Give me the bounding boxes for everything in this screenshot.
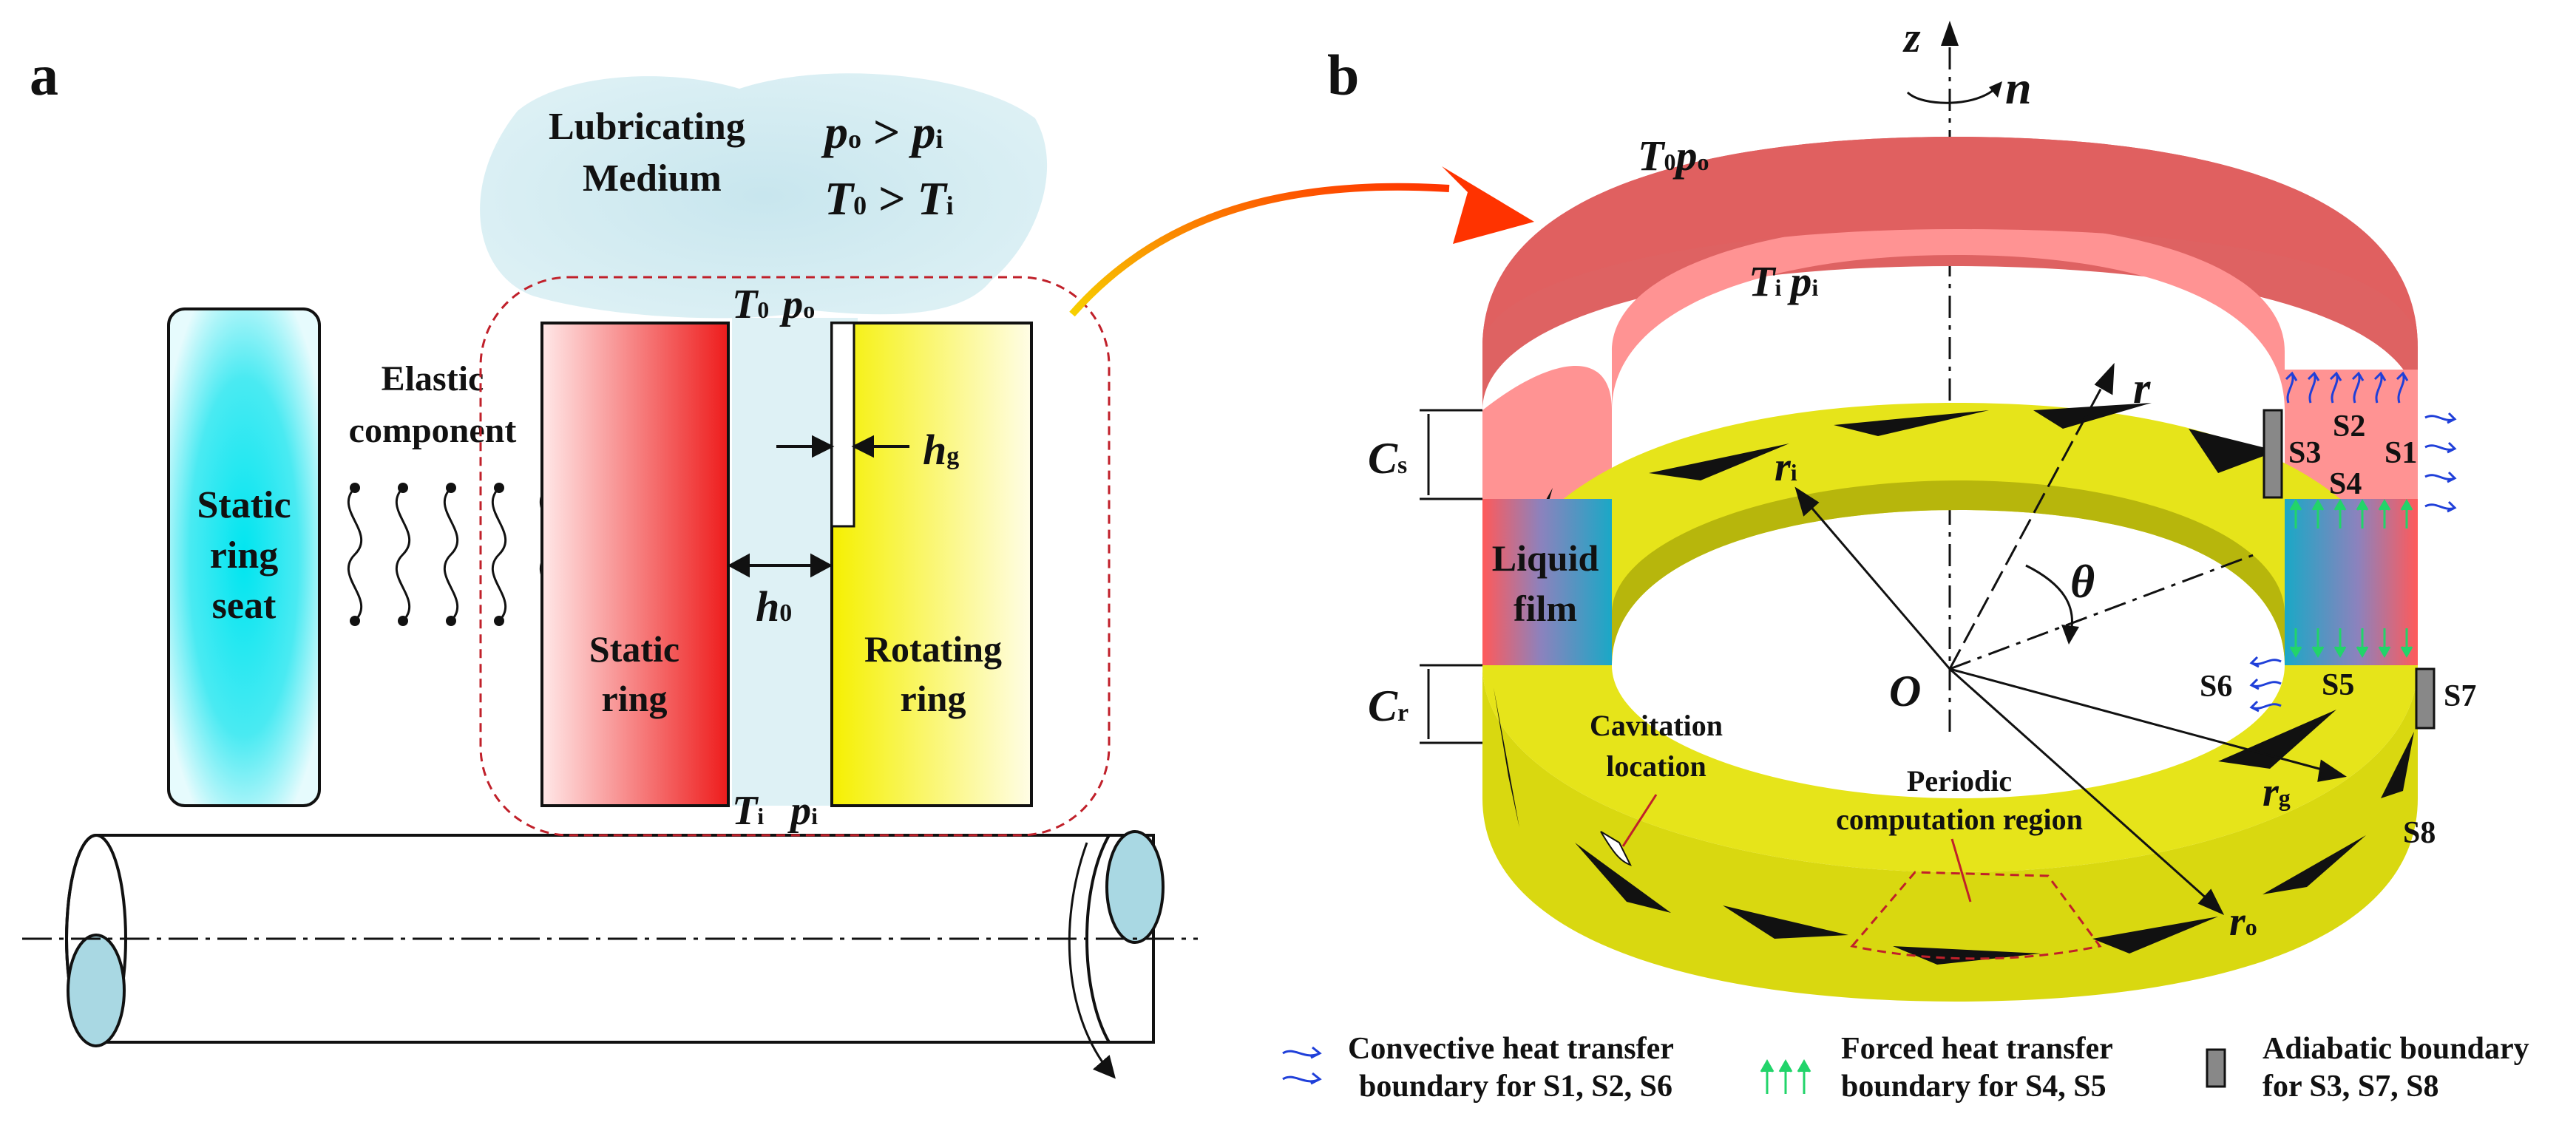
- pressure-condition: po > pi: [821, 106, 943, 158]
- cavitation-pointer: [1621, 794, 1658, 847]
- top-ring-band-left: [1482, 365, 1612, 499]
- liquid-film-left: [1482, 499, 1612, 665]
- forced-arrows-s5: [2289, 628, 2413, 658]
- cavitation-label-2: location: [1606, 750, 1706, 783]
- cr-label: Cr: [1368, 682, 1409, 730]
- spiral-grooves: [1494, 403, 2414, 965]
- connection-arrowhead: [1442, 166, 1534, 244]
- surface-s8: S8: [2403, 816, 2436, 850]
- surface-s3: S3: [2288, 436, 2321, 470]
- periodic-region: [1850, 871, 2102, 960]
- r-label: r: [2133, 364, 2151, 412]
- liquid-film-label-2: film: [1514, 588, 1577, 629]
- z-label: z: [1902, 13, 1921, 61]
- legend-adiabatic-1: Adiabatic boundary: [2263, 1032, 2529, 1066]
- cavitation-spot: [1600, 831, 1632, 866]
- legend-adiabatic-2: for S3, S7, S8: [2263, 1070, 2438, 1104]
- static-ring-label-1: Static: [589, 628, 679, 670]
- bottom-ring-outer-wall: [1482, 665, 2418, 1002]
- cr-dimension: [1420, 664, 1482, 744]
- surface-s6: S6: [2200, 670, 2232, 704]
- liquid-film-right: [2285, 499, 2418, 665]
- surface-s1: S1: [2385, 436, 2417, 470]
- b-top-outer-condition: T0po: [1638, 132, 1709, 180]
- radius-lines: [1794, 362, 2347, 916]
- adiabatic-s3: [2263, 409, 2283, 499]
- top-ring-surface: [1482, 137, 2418, 347]
- adiabatic-s7: [2415, 667, 2436, 730]
- convective-arrows-s1: [2424, 412, 2457, 513]
- legend-forced-1: Forced heat transfer: [1841, 1032, 2113, 1066]
- legend-forced-2: boundary for S4, S5: [1841, 1070, 2106, 1104]
- shaft-end-right: [1105, 830, 1165, 944]
- periodic-label-2: computation region: [1836, 803, 2083, 836]
- groove-depth: [830, 322, 855, 528]
- elastic-label-1: Elastic: [382, 359, 484, 398]
- theta-label: θ: [2070, 555, 2095, 608]
- temperature-condition: T0 > Ti: [824, 172, 954, 225]
- liquid-film-label-1: Liquid: [1492, 537, 1599, 579]
- legend: Convective heat transfer boundary for S1…: [1282, 1032, 2529, 1104]
- elastic-label-2: component: [349, 411, 517, 450]
- rg-label: rg: [2263, 769, 2291, 815]
- cavitation-label-1: Cavitation: [1590, 709, 1723, 742]
- periodic-label-1: Periodic: [1907, 764, 2012, 798]
- medium-label-line2: Medium: [583, 157, 722, 200]
- legend-convective-icon: [1282, 1046, 1322, 1085]
- lubricating-medium-cloud: [480, 73, 1048, 319]
- elastic-springs: [347, 486, 555, 622]
- surface-s5: S5: [2322, 668, 2354, 702]
- hg-label: hg: [923, 426, 959, 474]
- h0-label: h0: [756, 582, 792, 631]
- convective-arrows-s6: [2249, 656, 2282, 713]
- surface-s4: S4: [2329, 467, 2362, 501]
- bottom-ring-inner-wall: [1612, 480, 2285, 665]
- panel-label-a: a: [30, 43, 58, 107]
- top-ring-inner-face: [1612, 222, 2285, 410]
- surface-s7: S7: [2444, 679, 2476, 713]
- static-ring: [540, 322, 730, 807]
- cs-dimension: [1420, 409, 1482, 500]
- rotating-ring-label-1: Rotating: [864, 628, 1002, 670]
- legend-forced-icon: [1760, 1058, 1811, 1094]
- medium-label-line1: Lubricating: [549, 106, 745, 148]
- legend-convective-1: Convective heat transfer: [1348, 1032, 1674, 1066]
- origin-label: O: [1889, 667, 1921, 716]
- seat-label-1: Static: [197, 484, 291, 526]
- theta-arrowhead: [2061, 625, 2079, 645]
- ro-label: ro: [2229, 899, 2257, 945]
- rotation-n-arrow: [1906, 86, 1998, 104]
- forced-arrows-s4: [2289, 499, 2413, 528]
- rotating-ring-label-2: ring: [901, 678, 966, 719]
- legend-adiabatic-icon: [2206, 1048, 2226, 1088]
- dashed-region: [479, 276, 1111, 837]
- rotation-n-arrowhead: [1989, 81, 2002, 98]
- surface-s2: S2: [2333, 409, 2365, 443]
- static-ring-seat: [167, 307, 321, 807]
- rotation-arrow: [1068, 842, 1116, 1079]
- ri-label: ri: [1775, 444, 1797, 490]
- shaft-end-left: [67, 934, 126, 1047]
- z-axis-arrowhead: [1941, 21, 1959, 46]
- connection-arrow: [1069, 183, 1450, 317]
- seat-label-3: seat: [212, 585, 277, 627]
- periodic-pointer: [1950, 838, 1972, 903]
- seat-label-2: ring: [210, 534, 278, 577]
- panel-label-b: b: [1327, 43, 1359, 107]
- n-label: n: [2005, 61, 2032, 114]
- hg-dimension: [776, 435, 909, 458]
- static-ring-label-2: ring: [602, 678, 668, 719]
- cs-label: Cs: [1368, 434, 1407, 483]
- legend-convective-2: boundary for S1, S2, S6: [1359, 1070, 1672, 1104]
- convective-arrows-top: [2285, 371, 2409, 404]
- h0-dimension: [727, 553, 833, 578]
- rotating-ring: [830, 322, 1033, 807]
